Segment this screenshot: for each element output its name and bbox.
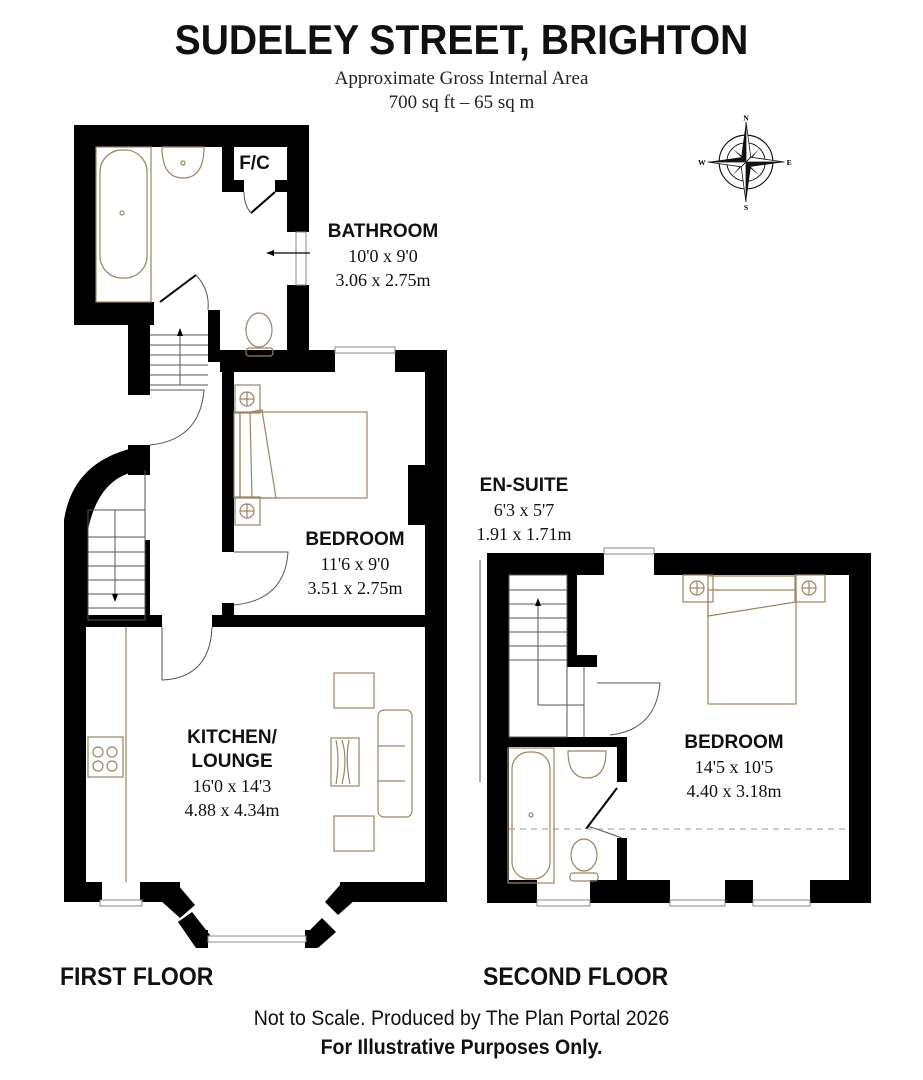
- arrow-up-icon: [535, 598, 541, 606]
- second-floor-plan: [479, 547, 871, 907]
- room-label-bedroom-first: BEDROOM 11'6 x 9'0 3.51 x 2.75m: [288, 528, 422, 600]
- room-dim-metric: 4.40 x 3.18m: [686, 781, 782, 801]
- room-label-en-suite: EN-SUITE 6'3 x 5'7 1.91 x 1.71m: [456, 474, 592, 546]
- room-name: F/C: [239, 153, 270, 174]
- compass-rose-icon: N S W E: [698, 114, 792, 210]
- compass-e: E: [787, 158, 792, 167]
- floor-label-first: FIRST FLOOR: [60, 963, 214, 991]
- room-dim-imperial: 6'3 x 5'7: [493, 500, 555, 520]
- room-dim-imperial: 16'0 x 14'3: [192, 776, 272, 796]
- door-icon: [159, 191, 276, 303]
- bath-fixtures-icon: [95, 146, 310, 357]
- room-name: BATHROOM: [327, 221, 439, 242]
- room-label-bedroom-second: BEDROOM 14'5 x 10'5 4.40 x 3.18m: [666, 731, 802, 803]
- compass-s: S: [744, 203, 748, 210]
- footer-note: For Illustrative Purposes Only.: [320, 1036, 603, 1059]
- compass-w: W: [698, 158, 706, 167]
- area-label: Approximate Gross Internal Area: [334, 68, 589, 89]
- ensuite-fixtures-icon: [507, 747, 607, 884]
- kitchen-fixtures-icon: [87, 627, 413, 882]
- arrow-up-icon: [177, 328, 183, 336]
- window-icon: [536, 547, 811, 907]
- room-dim-metric: 3.06 x 2.75m: [335, 270, 431, 290]
- room-label-fc: F/C: [234, 152, 275, 176]
- window-icon: [99, 231, 396, 943]
- arrow-left-icon: [266, 250, 274, 256]
- first-floor-plan: [64, 125, 447, 948]
- room-dim-metric: 4.88 x 4.34m: [184, 800, 280, 820]
- room-dim-metric: 3.51 x 2.75m: [307, 578, 403, 598]
- bed-icon: [682, 574, 826, 705]
- plan-title: SUDELEY STREET, BRIGHTON: [174, 16, 749, 63]
- walls-icon: [487, 553, 871, 903]
- room-dim-metric: 1.91 x 1.71m: [476, 524, 572, 544]
- stairs-icon: [87, 330, 208, 621]
- room-label-bathroom: BATHROOM 10'0 x 9'0 3.06 x 2.75m: [316, 220, 450, 292]
- arrow-down-icon: [112, 594, 118, 602]
- stairs-icon: [479, 560, 661, 839]
- room-name: BEDROOM: [305, 529, 405, 550]
- room-name-line2: LOUNGE: [191, 751, 273, 772]
- room-name: BEDROOM: [684, 732, 784, 753]
- door-swing-icon: [149, 191, 289, 681]
- room-label-kitchen-lounge: KITCHEN/ LOUNGE 16'0 x 14'3 4.88 x 4.34m: [164, 726, 300, 822]
- compass-n: N: [743, 114, 749, 123]
- footer-disclaimer: Not to Scale. Produced by The Plan Porta…: [253, 1007, 670, 1030]
- floor-label-second: SECOND FLOOR: [483, 963, 669, 991]
- room-name-line1: KITCHEN/: [187, 727, 277, 748]
- room-dim-imperial: 10'0 x 9'0: [348, 246, 418, 266]
- room-dim-imperial: 14'5 x 10'5: [694, 757, 774, 777]
- door-icon: [585, 787, 618, 830]
- bed-icon: [233, 384, 368, 526]
- room-dim-imperial: 11'6 x 9'0: [320, 554, 390, 574]
- area-value: 700 sq ft – 65 sq m: [388, 92, 535, 113]
- room-name: EN-SUITE: [479, 475, 569, 496]
